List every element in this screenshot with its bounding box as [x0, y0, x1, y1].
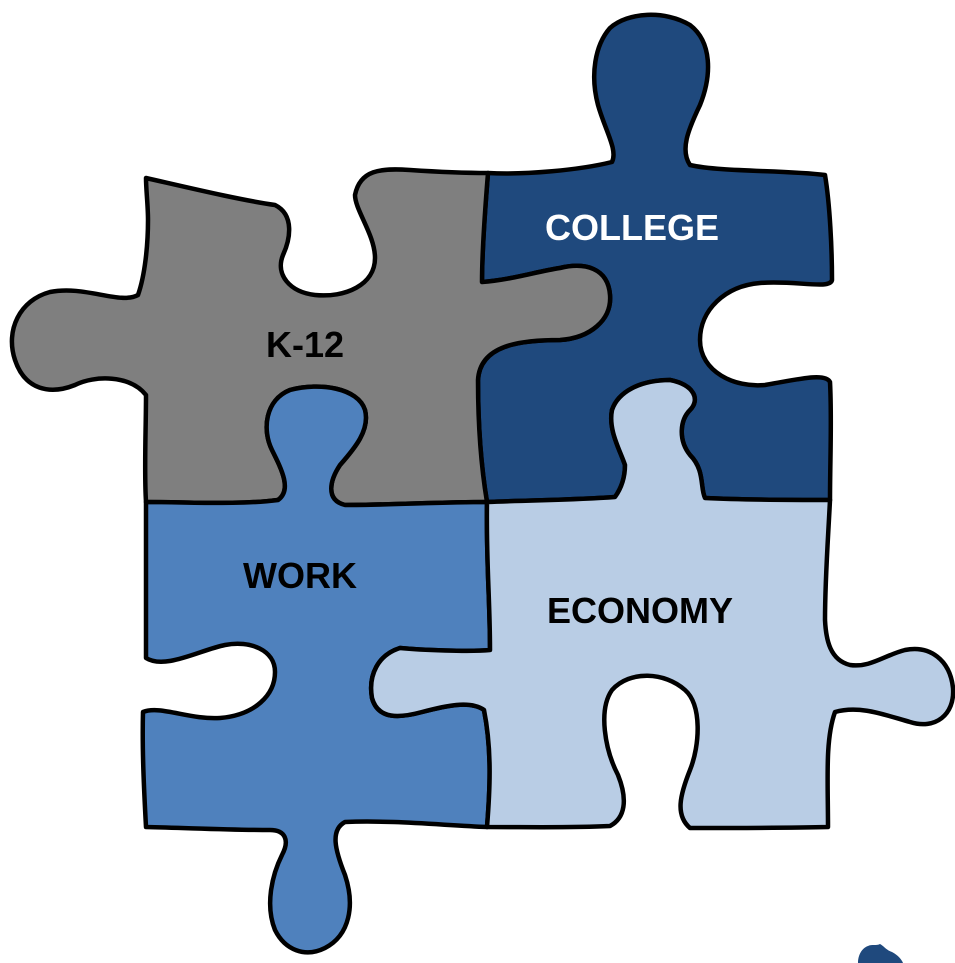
economy-label: ECONOMY [547, 590, 733, 631]
work-piece [140, 384, 493, 955]
college-label: COLLEGE [545, 207, 719, 248]
k12-label: K-12 [266, 324, 344, 365]
work-label: WORK [243, 555, 357, 596]
map-icon [858, 944, 903, 963]
economy-piece [368, 377, 955, 831]
